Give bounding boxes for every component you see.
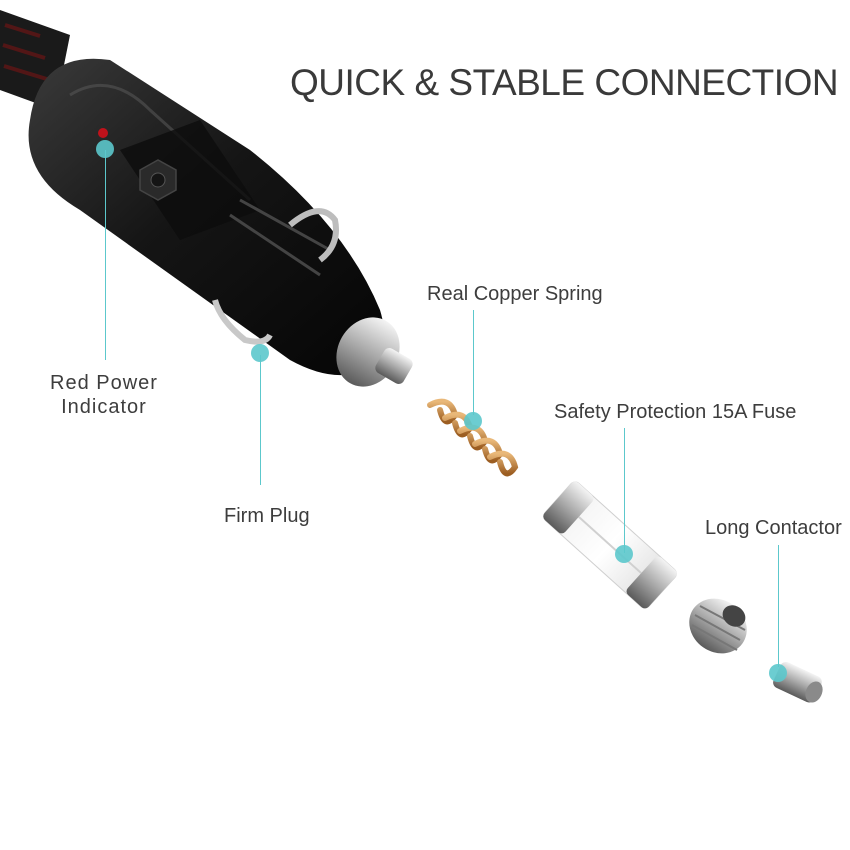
label-red-power-indicator: Red Power Indicator bbox=[50, 371, 158, 419]
label-long-contactor: Long Contactor bbox=[705, 517, 842, 539]
label-firm-plug: Firm Plug bbox=[224, 505, 310, 527]
leader-long-contactor bbox=[778, 545, 779, 667]
dot-fuse bbox=[615, 545, 633, 563]
dot-firm-plug bbox=[251, 344, 269, 362]
threaded-nut bbox=[689, 598, 747, 654]
label-red-power-line2: Indicator bbox=[61, 396, 147, 418]
side-clips bbox=[212, 208, 339, 345]
headline: QUICK & STABLE CONNECTION bbox=[290, 62, 839, 103]
plug-body bbox=[28, 58, 385, 376]
leader-fuse bbox=[624, 428, 625, 553]
power-button-icon bbox=[139, 159, 177, 201]
glass-fuse bbox=[543, 481, 677, 609]
red-led-icon bbox=[98, 128, 108, 138]
plug-metal-tip bbox=[336, 317, 413, 387]
leader-copper-spring bbox=[473, 310, 474, 415]
dot-long-contactor bbox=[769, 664, 787, 682]
dot-red-power bbox=[96, 140, 114, 158]
label-copper-spring: Real Copper Spring bbox=[427, 283, 603, 305]
label-fuse: Safety Protection 15A Fuse bbox=[554, 401, 797, 423]
label-red-power-line1: Red Power bbox=[50, 372, 158, 394]
dot-copper-spring bbox=[464, 412, 482, 430]
leader-firm-plug bbox=[260, 355, 261, 485]
leader-red-power bbox=[105, 150, 106, 360]
